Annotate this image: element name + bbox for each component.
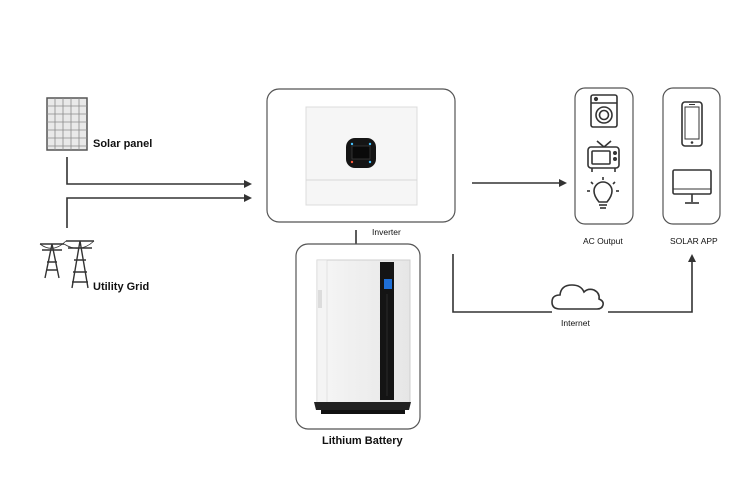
input-lines xyxy=(66,157,252,228)
solar-panel-icon xyxy=(46,97,88,151)
lithium-battery-label: Lithium Battery xyxy=(322,435,403,447)
monitor-icon xyxy=(672,169,712,204)
internet-label: Internet xyxy=(561,318,590,328)
internet-lines xyxy=(452,254,696,313)
utility-grid-label: Utility Grid xyxy=(93,281,150,293)
ac-output-box xyxy=(574,87,634,225)
smartphone-icon xyxy=(681,101,703,147)
solar-panel-label: Solar panel xyxy=(93,138,153,150)
inverter-label: Inverter xyxy=(372,227,401,237)
solar-app-box xyxy=(662,87,721,225)
tv-icon xyxy=(587,140,620,172)
light-bulb-icon xyxy=(587,177,619,209)
power-tower-icon xyxy=(39,240,95,289)
battery-cabinet-icon xyxy=(314,259,411,414)
washing-machine-icon xyxy=(590,94,618,128)
cloud-icon xyxy=(551,284,604,310)
solar-app-label: SOLAR APP xyxy=(670,236,718,246)
ac-output-label: AC Output xyxy=(583,236,623,246)
inverter-device-icon xyxy=(305,106,418,206)
